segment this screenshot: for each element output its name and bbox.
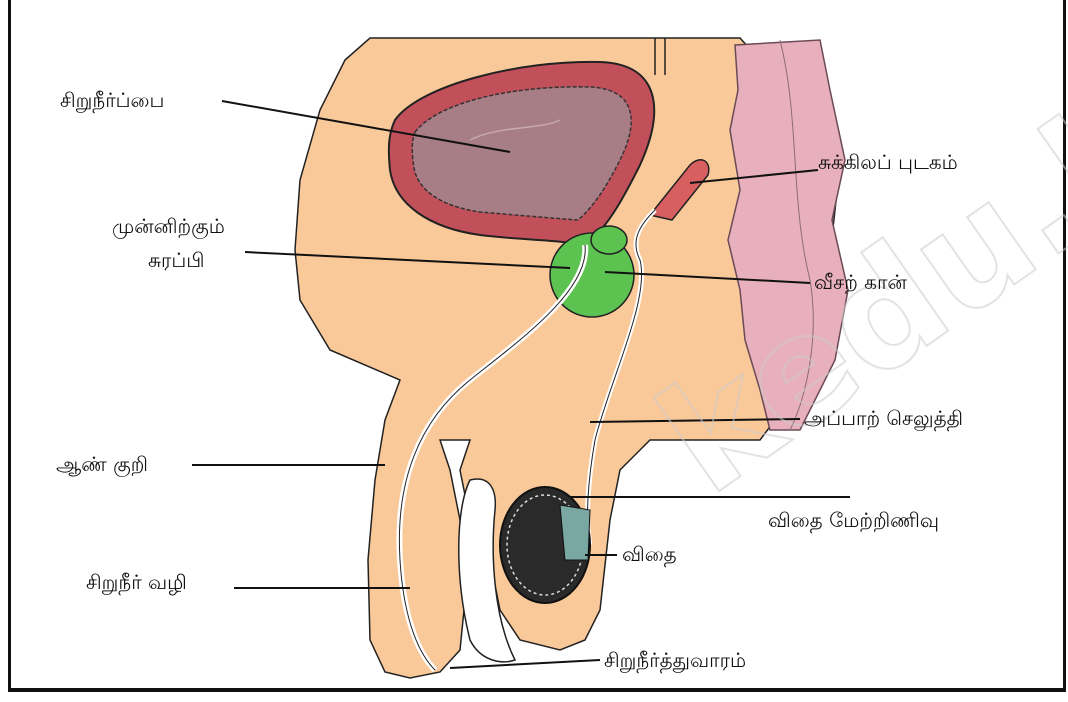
label-testis: விதை: [622, 542, 677, 566]
epididymis: [560, 505, 590, 560]
label-penis: ஆண் குறி: [56, 452, 148, 476]
label-urethral-opening: சிறுநீர்த்துவாரம்: [604, 648, 746, 672]
label-epididymis: விதை மேற்றிணிவு: [768, 508, 939, 532]
label-prostate-line1: முன்னிற்கும்: [112, 214, 225, 238]
label-bladder: சிறுநீர்ப்பை: [60, 88, 164, 112]
label-prostate-line2: சுரப்பி: [148, 248, 205, 272]
label-ejaculatory-duct: வீசற் கான்: [814, 270, 907, 294]
label-vas-deferens: அப்பாற் செலுத்தி: [804, 406, 963, 430]
label-seminal-vesicle: சுக்கிலப் புடகம்: [818, 150, 958, 174]
label-urethra: சிறுநீர் வழி: [86, 570, 187, 594]
